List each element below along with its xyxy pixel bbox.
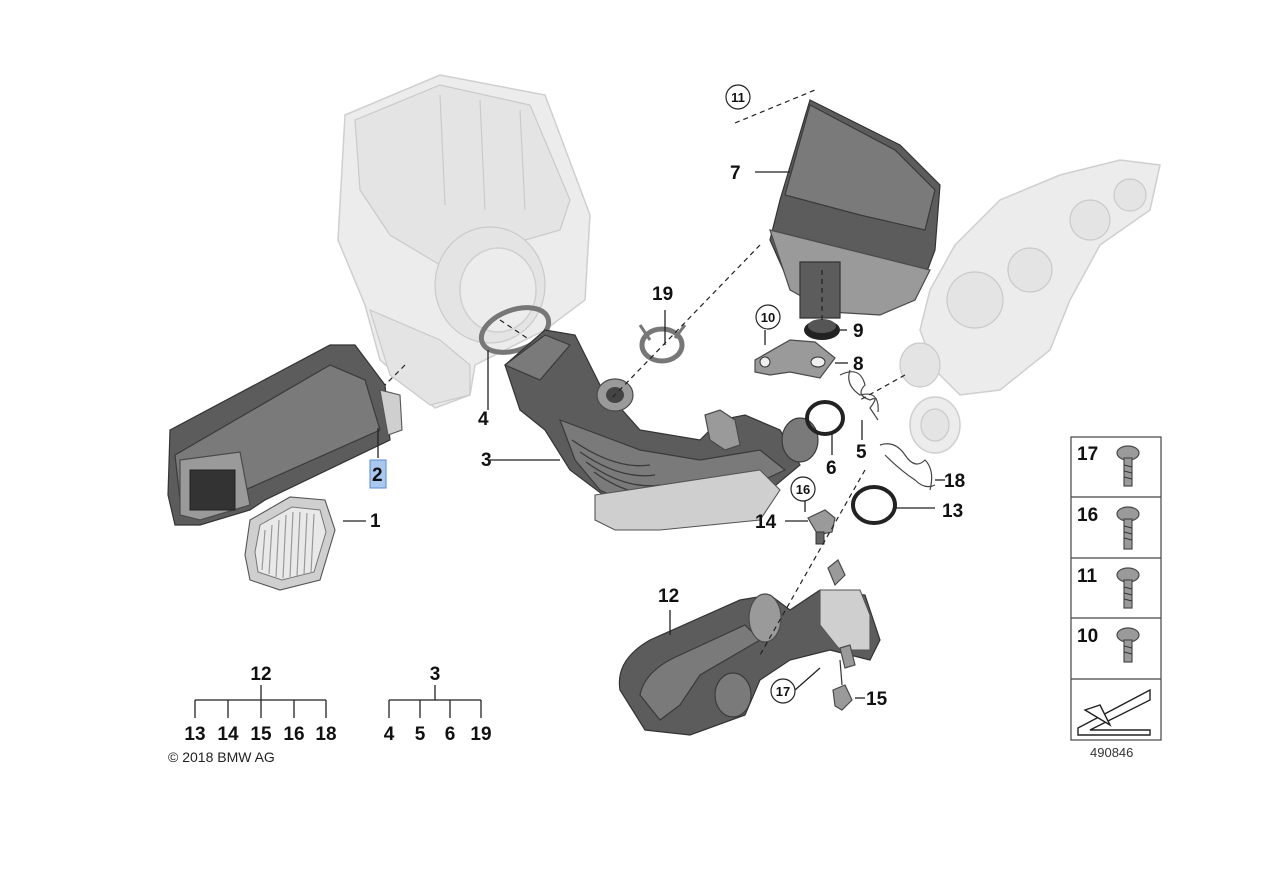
- leader-lines: [343, 89, 945, 699]
- label-12: 12: [658, 586, 679, 607]
- fastener-label-17: 17: [1077, 444, 1098, 465]
- tree3-child-6: 6: [445, 724, 456, 745]
- tree3-child-5: 5: [415, 724, 426, 745]
- air-intake-duct: [167, 344, 403, 526]
- label-5: 5: [856, 442, 867, 463]
- label-15: 15: [866, 689, 888, 710]
- diagram-number: 490846: [1090, 745, 1133, 760]
- intake-grille: [244, 496, 336, 591]
- label-18: 18: [944, 471, 965, 492]
- tree12-child-14: 14: [217, 724, 239, 745]
- screw-icon: [1116, 567, 1140, 609]
- fastener-panel: 17 16 11 10: [1070, 436, 1162, 741]
- tree12-child-16: 16: [283, 724, 304, 745]
- label-2-highlight: [369, 459, 387, 489]
- label-16-circle: [790, 476, 816, 502]
- tree3-parent: 3: [430, 664, 441, 685]
- screw-icon: [1116, 506, 1140, 550]
- turbocharger-ghost: [899, 159, 1161, 454]
- label-16: 16: [796, 482, 810, 497]
- label-8: 8: [853, 354, 864, 375]
- spring-wires: [839, 369, 936, 491]
- charge-air-pipe: [618, 559, 881, 736]
- tree12-child-13: 13: [184, 724, 205, 745]
- air-filter-housing-ghost: [337, 74, 591, 409]
- label-4: 4: [478, 409, 489, 430]
- fastener-label-10: 10: [1077, 626, 1098, 647]
- label-6: 6: [826, 458, 837, 479]
- label-3: 3: [481, 450, 492, 471]
- o-ring-13: [851, 485, 897, 525]
- tree12-parent: 12: [250, 664, 271, 685]
- label-17-circle: [770, 678, 796, 704]
- hose-clamp: [478, 305, 552, 355]
- screw-icon: [1116, 445, 1140, 487]
- label-19: 19: [652, 284, 673, 305]
- o-ring-6: [805, 400, 845, 436]
- label-1: 1: [370, 511, 381, 532]
- label-17: 17: [776, 684, 790, 699]
- tree12-child-15: 15: [250, 724, 272, 745]
- label-9: 9: [853, 321, 864, 342]
- pressure-sensor: [807, 509, 836, 545]
- fastener-label-16: 16: [1077, 505, 1098, 526]
- label-11-circle: [725, 84, 751, 110]
- tree3-child-19: 19: [470, 724, 491, 745]
- tree3-child-4: 4: [384, 724, 395, 745]
- fastener-label-11: 11: [1077, 566, 1098, 587]
- screw-icon: [1116, 627, 1140, 663]
- part-labels: 1 2 3 4 5 6 7 8 9 10 11 12 13 14 15 16 1…: [369, 84, 965, 710]
- spring-clip: [638, 324, 687, 364]
- temperature-sensor: [832, 659, 853, 711]
- label-7: 7: [730, 163, 741, 184]
- label-14: 14: [755, 512, 777, 533]
- label-10: 10: [761, 310, 775, 325]
- assembly-tree-12: 12 13 14 15 16 18: [184, 664, 336, 745]
- label-2[interactable]: 2: [372, 465, 383, 486]
- air-mass-meter-hose: [503, 329, 819, 531]
- rubber-grommet: [804, 319, 840, 340]
- copyright-text: © 2018 BMW AG: [168, 749, 275, 765]
- tree12-child-18: 18: [315, 724, 336, 745]
- resonator-box: [769, 99, 941, 319]
- label-13: 13: [942, 501, 963, 522]
- label-10-circle: [755, 304, 781, 330]
- mounting-bracket: [754, 339, 836, 379]
- label-11: 11: [731, 90, 745, 105]
- assembly-tree-3: 3 4 5 6 19: [384, 664, 492, 745]
- arrow-icon: [1077, 688, 1151, 736]
